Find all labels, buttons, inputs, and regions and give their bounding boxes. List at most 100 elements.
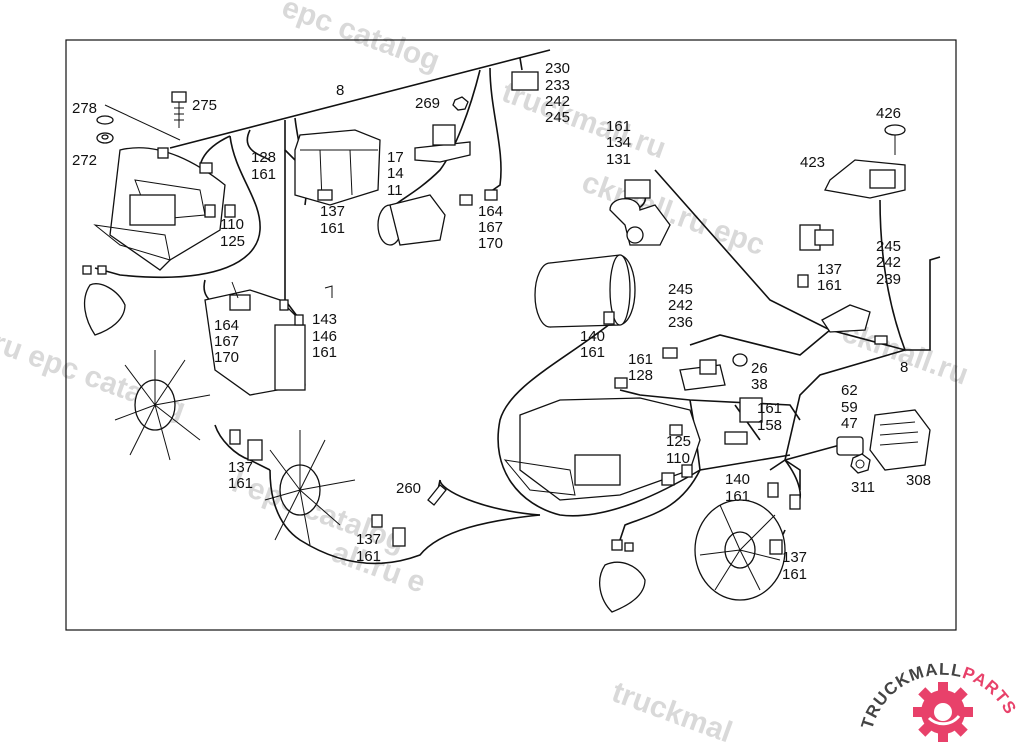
fan-center-icon <box>264 430 406 547</box>
part-label: 125 <box>220 233 245 250</box>
part-label: 161 <box>606 118 631 135</box>
part-label: 11 <box>387 182 403 199</box>
part-label: 242 <box>668 297 693 314</box>
sensor-239-icon <box>821 304 888 345</box>
part-label: 161 <box>628 351 653 368</box>
part-label: 137 <box>782 549 807 566</box>
relay-230-icon <box>511 71 539 91</box>
part-label: 161 <box>782 566 807 583</box>
heater-box-icon <box>503 397 701 501</box>
part-label: 8 <box>900 359 908 376</box>
part-label: 38 <box>751 376 768 393</box>
part-label: 167 <box>214 333 239 350</box>
part-label: 423 <box>800 154 825 171</box>
part-label: 170 <box>478 235 503 252</box>
part-label: 245 <box>545 109 570 126</box>
part-label: 170 <box>214 349 239 366</box>
part-label: 260 <box>396 480 421 497</box>
part-label: 146 <box>312 328 337 345</box>
connector-47-icon <box>836 436 864 456</box>
relay-158-icon <box>724 397 763 445</box>
part-label: 308 <box>906 472 931 489</box>
part-label: 59 <box>841 399 858 416</box>
part-label: 236 <box>668 314 693 331</box>
part-label: 8 <box>336 82 344 99</box>
horn-bottom-icon <box>599 539 646 613</box>
part-label: 426 <box>876 105 901 122</box>
part-label: 161 <box>320 220 345 237</box>
part-label: 230 <box>545 60 570 77</box>
part-label: 161 <box>356 548 381 565</box>
part-label: 269 <box>415 95 440 112</box>
part-number-labels: 8 278 272 275 269 230 233 242 245 128 16… <box>72 60 931 583</box>
control-unit-308-icon <box>869 409 931 471</box>
part-label: 275 <box>192 97 217 114</box>
bolt-275-icon <box>171 91 187 128</box>
part-label: 161 <box>251 166 276 183</box>
components <box>82 71 931 613</box>
part-label: 161 <box>580 344 605 361</box>
part-label: 164 <box>214 317 239 334</box>
blower-housing-icon <box>93 147 236 271</box>
part-label: 137 <box>817 261 842 278</box>
part-label: 47 <box>841 415 858 432</box>
part-label: 14 <box>387 165 404 182</box>
pressure-sensor-icon <box>414 96 471 163</box>
washer-272-icon <box>96 115 114 144</box>
part-label: 245 <box>668 281 693 298</box>
part-label: 161 <box>757 400 782 417</box>
part-label: 161 <box>817 277 842 294</box>
part-label: 239 <box>876 271 901 288</box>
temp-sensor-260-icon <box>427 484 447 506</box>
part-label: 140 <box>725 471 750 488</box>
part-label: 17 <box>387 149 404 166</box>
wiring-harness <box>94 49 941 565</box>
part-label: 233 <box>545 77 570 94</box>
part-label: 161 <box>228 475 253 492</box>
part-label: 311 <box>851 479 875 496</box>
fan-right-icon <box>694 482 801 601</box>
part-label: 242 <box>545 93 570 110</box>
part-label: 26 <box>751 360 768 377</box>
part-label: 143 <box>312 311 337 328</box>
part-label: 245 <box>876 238 901 255</box>
brand-logo: TRUCKMALLPARTS <box>858 660 1019 742</box>
gear-icon <box>913 682 973 742</box>
connectors-left-icon <box>229 429 263 461</box>
part-label: 137 <box>320 203 345 220</box>
watermark-layer: epc catalog truckmall.ru ckmall.ru epc c… <box>0 0 973 749</box>
valve-right-icon <box>797 224 834 288</box>
part-label: 134 <box>606 134 631 151</box>
part-label: 110 <box>220 216 244 233</box>
part-label: 62 <box>841 382 858 399</box>
part-label: 164 <box>478 203 503 220</box>
part-label: 242 <box>876 254 901 271</box>
part-label: 131 <box>606 151 631 168</box>
screw-426-icon <box>884 124 906 155</box>
part-label: 158 <box>757 417 782 434</box>
nut-311-icon <box>850 453 871 474</box>
part-label: 137 <box>228 459 253 476</box>
fan-left-icon <box>114 350 211 461</box>
part-label: 128 <box>628 367 653 384</box>
actuator-164-icon <box>377 189 498 246</box>
part-label: 128 <box>251 149 276 166</box>
part-label: 110 <box>666 450 690 467</box>
part-label: 125 <box>666 433 691 450</box>
part-label: 278 <box>72 100 97 117</box>
watermark-text: ckmall.ru epc <box>578 166 769 263</box>
watermark-text: epc catalog <box>278 0 444 78</box>
diagram-frame <box>65 39 957 631</box>
part-label: 140 <box>580 328 605 345</box>
part-label: 167 <box>478 219 503 236</box>
blower-motor-icon <box>534 254 636 328</box>
valve-assembly-icon <box>614 347 748 391</box>
watermark-text: truckmal <box>608 676 737 750</box>
fuse-box-icon <box>294 129 381 206</box>
part-label: 161 <box>725 488 750 505</box>
control-unit-icon <box>204 281 333 396</box>
switch-131-icon <box>609 179 671 246</box>
part-label: 161 <box>312 344 337 361</box>
part-label: 137 <box>356 531 381 548</box>
